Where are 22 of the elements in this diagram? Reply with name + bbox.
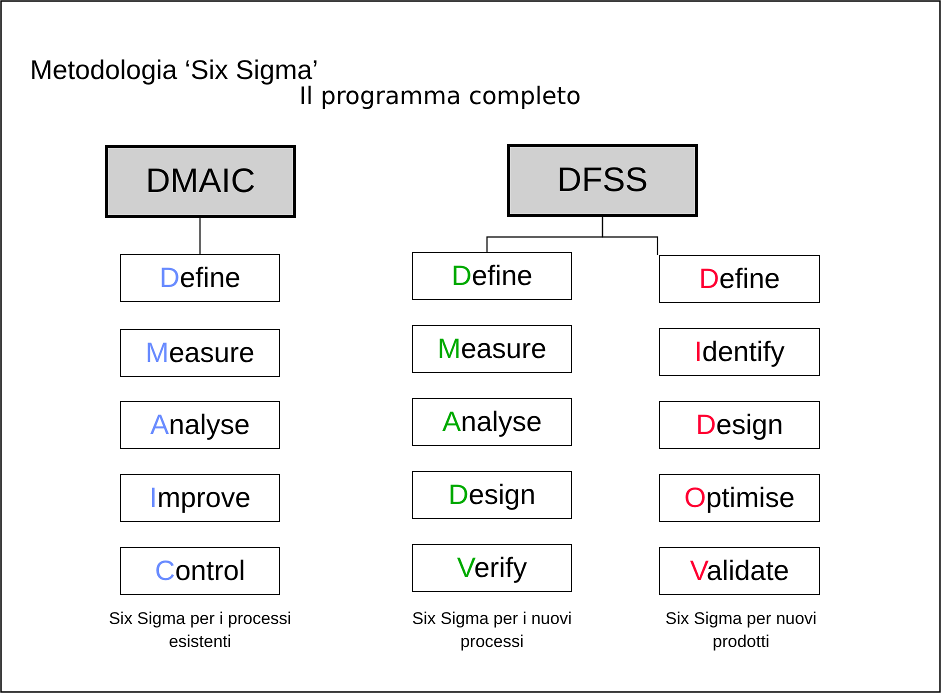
method-box: DMAIC	[105, 145, 296, 218]
step-box: Design	[659, 401, 820, 449]
column-caption: Six Sigma per nuovi prodotti	[664, 608, 818, 653]
step-box: Define	[659, 255, 820, 303]
step-box: Optimise	[659, 474, 820, 522]
step-box: Validate	[659, 547, 820, 595]
step-box: Analyse	[120, 401, 280, 449]
step-box: Improve	[120, 474, 280, 522]
connector-line	[199, 218, 201, 254]
step-box: Analyse	[412, 398, 572, 446]
step-box: Define	[120, 254, 280, 302]
column-caption: Six Sigma per i processi esistenti	[108, 608, 292, 653]
column-caption: Six Sigma per i nuovi processi	[411, 608, 573, 653]
step-box: Measure	[120, 329, 280, 377]
step-box: Verify	[412, 544, 572, 592]
method-box: DFSS	[507, 144, 698, 217]
step-box: Identify	[659, 328, 820, 376]
step-box: Design	[412, 471, 572, 519]
step-box: Measure	[412, 325, 572, 373]
step-box: Control	[120, 547, 280, 595]
connector-line	[602, 217, 658, 255]
step-box: Define	[412, 252, 572, 300]
